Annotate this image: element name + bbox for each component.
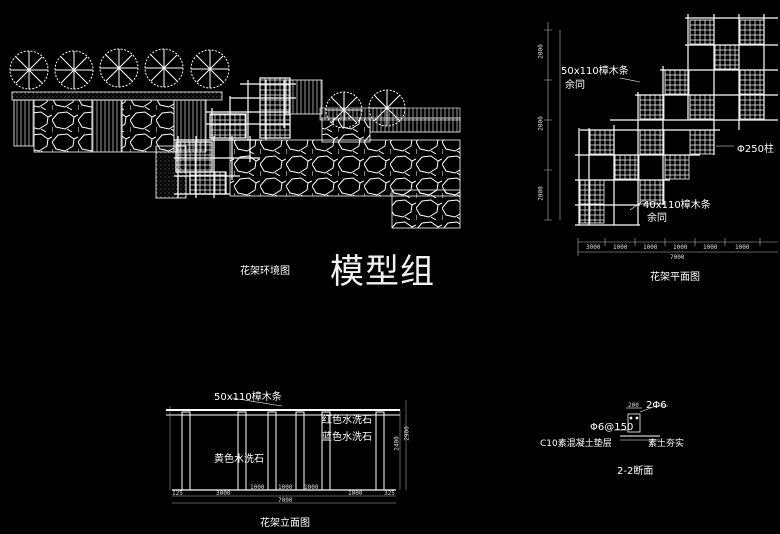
right-planter-band	[319, 107, 461, 121]
plan-bottom-beam-label: 40x110樟木条	[643, 200, 711, 211]
elevation-dim-6: 1000	[348, 490, 363, 497]
environment-title: 花架环境图	[240, 266, 290, 277]
tree-2-icon	[54, 50, 94, 90]
section-soil-label: 素土夯实	[648, 439, 685, 449]
elevation-dim-3: 1000	[250, 484, 265, 491]
plan-column-label: Φ250柱	[737, 144, 774, 155]
section-concrete-label: C10素混凝土垫层	[540, 439, 612, 449]
plan-dim-6: 1000	[735, 244, 750, 251]
stone-paving-3	[321, 117, 371, 143]
plan-side-dim-2: 2000	[537, 116, 545, 131]
environment-view	[9, 48, 461, 229]
elevation-view	[166, 397, 407, 504]
plan-dim-4: 1000	[673, 244, 688, 251]
plan-total-dim: 7000	[670, 254, 685, 261]
elevation-red-stone-label: 红色水洗石	[322, 415, 372, 426]
elevation-blue-stone-label: 蓝色水洗石	[322, 432, 372, 443]
plan-beams	[575, 14, 778, 226]
elevation-yellow-stone-label: 黄色水洗石	[214, 454, 264, 465]
plan-top-beam-sub: 余同	[565, 80, 585, 91]
section-rebar-top: 2Φ6	[646, 400, 667, 411]
elevation-dim-4: 1000	[278, 484, 293, 491]
tree-4-icon	[144, 48, 184, 88]
elevation-dim-7: 325	[384, 490, 395, 497]
tree-1-icon	[9, 50, 49, 90]
elevation-title: 花架立面图	[260, 518, 310, 529]
section-view	[614, 405, 668, 441]
plan-title: 花架平面图	[650, 272, 700, 283]
tree-3-icon	[99, 48, 139, 88]
stone-paving-corner	[391, 189, 461, 229]
elevation-dim-2: 3000	[216, 490, 231, 497]
stone-paving-1	[33, 99, 93, 153]
steps-right	[285, 79, 323, 115]
plan-dim-1: 3000	[586, 244, 601, 251]
elevation-dim-5: 1000	[304, 484, 319, 491]
section-rebar: Φ6@150	[590, 422, 634, 433]
plan-dim-5: 1000	[703, 244, 718, 251]
stone-paving-lower	[229, 139, 461, 197]
elevation-height-2: 2900	[403, 426, 411, 441]
elevation-height-1: 2400	[393, 436, 401, 451]
section-top-dim: 200	[628, 402, 639, 409]
elevation-dim-1: 125	[172, 490, 183, 497]
tree-5-icon	[190, 49, 230, 89]
wood-deck-2	[91, 99, 123, 153]
watermark-text: 模型组	[330, 252, 435, 292]
plan-dim-2: 1000	[613, 244, 628, 251]
plan-bottom-beam-sub: 余同	[647, 213, 667, 224]
plan-dim-3: 1000	[643, 244, 658, 251]
wood-deck-left	[13, 99, 35, 147]
section-title: 2-2断面	[617, 466, 654, 477]
plan-cells	[579, 19, 765, 224]
plan-leader-top	[619, 77, 641, 83]
plan-leader-bottom	[629, 199, 645, 211]
elevation-total-dim: 7000	[278, 497, 293, 504]
plan-top-beam-label: 50x110樟木条	[561, 66, 629, 77]
upper-lawn-band	[11, 91, 223, 101]
plan-side-dim-3: 2000	[537, 186, 545, 201]
plan-side-dim-1: 2000	[537, 44, 545, 59]
pergola-grid-environment	[174, 77, 296, 198]
plan-view	[544, 14, 778, 256]
elevation-beam-label: 50x110樟木条	[214, 392, 282, 403]
stone-paving-2	[121, 99, 175, 153]
